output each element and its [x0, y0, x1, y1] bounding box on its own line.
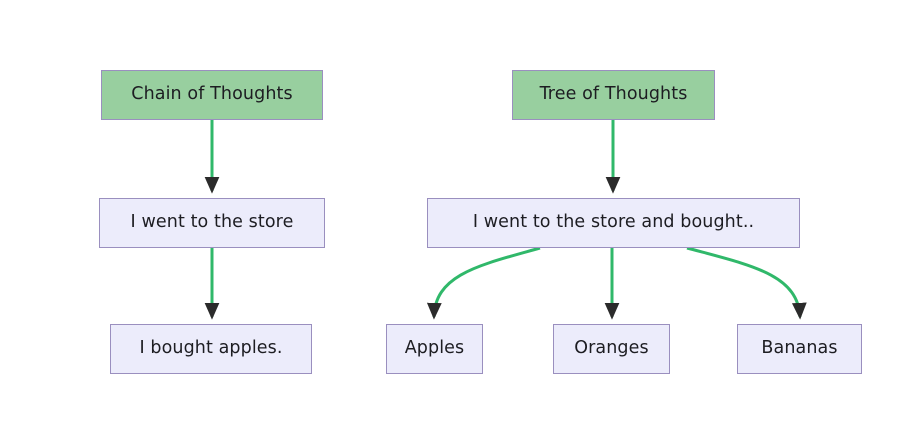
node-cot-step1[interactable]: I went to the store	[99, 198, 325, 248]
node-label: I went to the store and bought..	[472, 212, 755, 233]
node-label: Chain of Thoughts	[131, 84, 293, 105]
edge-tot-step1-to-apples	[426, 246, 541, 320]
node-tot-oranges[interactable]: Oranges	[553, 324, 670, 374]
node-label: Apples	[404, 338, 465, 359]
node-chain-of-thoughts-root[interactable]: Chain of Thoughts	[101, 70, 323, 120]
node-cot-step2[interactable]: I bought apples.	[110, 324, 312, 374]
node-tot-apples[interactable]: Apples	[386, 324, 483, 374]
node-label: I bought apples.	[139, 338, 283, 359]
node-label: I went to the store	[130, 212, 294, 233]
node-tot-step1[interactable]: I went to the store and bought..	[427, 198, 800, 248]
node-label: Tree of Thoughts	[539, 84, 688, 105]
node-tot-bananas[interactable]: Bananas	[737, 324, 862, 374]
edge-tot-step1-to-bananas	[686, 246, 807, 320]
node-label: Bananas	[761, 338, 838, 359]
node-tree-of-thoughts-root[interactable]: Tree of Thoughts	[512, 70, 715, 120]
node-label: Oranges	[574, 338, 649, 359]
